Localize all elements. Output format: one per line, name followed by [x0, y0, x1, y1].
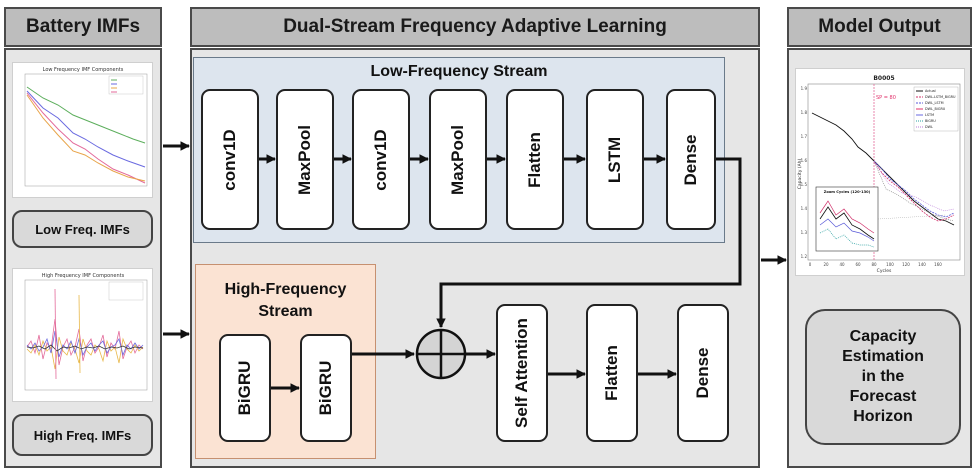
- high-freq-imfs-label: High Freq. IMFs: [12, 414, 153, 456]
- svg-text:LSTM: LSTM: [925, 113, 934, 117]
- svg-text:160: 160: [934, 262, 942, 267]
- high-stream-title-line1: High-Frequency: [224, 281, 347, 298]
- model-output-title: Model Output: [818, 16, 941, 37]
- svg-text:60: 60: [855, 262, 861, 267]
- svg-text:DWL_LSTM: DWL_LSTM: [925, 101, 944, 105]
- svg-text:1.3: 1.3: [801, 230, 808, 235]
- svg-text:Actual: Actual: [925, 89, 936, 93]
- arrow-dense-to-fusion: [436, 157, 742, 328]
- svg-text:1.8: 1.8: [801, 110, 808, 115]
- forecast-y-axis-label: Capacity (Ah): [797, 158, 803, 189]
- svg-text:140: 140: [918, 262, 926, 267]
- svg-text:DWL: DWL: [925, 125, 933, 129]
- svg-text:100: 100: [886, 262, 894, 267]
- zoom-inset-label: Zoom Cycles (120-130): [824, 190, 871, 194]
- svg-text:120: 120: [902, 262, 910, 267]
- fusion-add-icon: [415, 328, 467, 380]
- bigru-block-2: BiGRU: [300, 334, 352, 442]
- conv1d-block-1: conv1D: [201, 89, 259, 230]
- svg-text:DWL-LSTM_BiGRU: DWL-LSTM_BiGRU: [925, 95, 956, 99]
- dual-stream-header: Dual-Stream Frequency Adaptive Learning: [190, 7, 760, 47]
- maxpool-block-2: MaxPool: [429, 89, 487, 230]
- zoom-inset: [815, 186, 879, 252]
- capacity-forecast-chart: B0005 1.9 1.8 1.7 1.6 1.5 1.4 1.3 1.2 0 20 40 6…: [795, 68, 965, 276]
- conv1d-block-2: conv1D: [352, 89, 410, 230]
- self-attention-block: Self Attention: [496, 304, 548, 442]
- svg-text:1.7: 1.7: [801, 134, 808, 139]
- svg-text:1.4: 1.4: [801, 206, 808, 211]
- battery-imfs-header: Battery IMFs: [4, 7, 162, 47]
- svg-text:BiGRU: BiGRU: [925, 119, 936, 123]
- forecast-legend: Actual DWL-LSTM_BiGRU DWL_LSTM DWL_BiGRU…: [916, 89, 956, 129]
- bigru-block-1: BiGRU: [219, 334, 271, 442]
- svg-text:40: 40: [839, 262, 845, 267]
- low-frequency-imf-chart: Low Frequency IMF Components: [12, 62, 153, 198]
- sp-label: SP = 80: [876, 95, 896, 101]
- maxpool-block-1: MaxPool: [276, 89, 334, 230]
- battery-imfs-title: Battery IMFs: [25, 16, 141, 37]
- high-stream-title-line2: Stream: [258, 303, 313, 320]
- forecast-chart-title: B0005: [873, 75, 894, 82]
- svg-text:0: 0: [809, 262, 812, 267]
- capacity-estimation-box: Capacity Estimation in the Forecast Hori…: [805, 309, 961, 445]
- svg-text:20: 20: [823, 262, 829, 267]
- high-chart-title: High Frequency IMF Components: [42, 273, 125, 279]
- dense-block-low: Dense: [666, 89, 716, 230]
- model-output-header: Model Output: [787, 7, 972, 47]
- low-freq-imfs-label: Low Freq. IMFs: [12, 210, 153, 248]
- svg-text:1.2: 1.2: [801, 254, 808, 259]
- dual-stream-title: Dual-Stream Frequency Adaptive Learning: [283, 16, 667, 37]
- dense-block-post: Dense: [677, 304, 729, 442]
- lstm-block: LSTM: [586, 89, 644, 230]
- high-frequency-imf-chart: High Frequency IMF Components: [12, 268, 153, 402]
- low-stream-title: Low-Frequency Stream: [370, 63, 548, 80]
- svg-text:80: 80: [871, 262, 877, 267]
- svg-text:1.6: 1.6: [801, 158, 808, 163]
- svg-text:1.5: 1.5: [801, 182, 808, 187]
- flatten-block-low: Flatten: [506, 89, 564, 230]
- forecast-x-axis-label: Cycles: [877, 268, 892, 274]
- svg-text:DWL_BiGRU: DWL_BiGRU: [925, 107, 946, 111]
- low-chart-title: Low Frequency IMF Components: [43, 67, 124, 73]
- flatten-block-post: Flatten: [586, 304, 638, 442]
- svg-text:1.9: 1.9: [801, 86, 808, 91]
